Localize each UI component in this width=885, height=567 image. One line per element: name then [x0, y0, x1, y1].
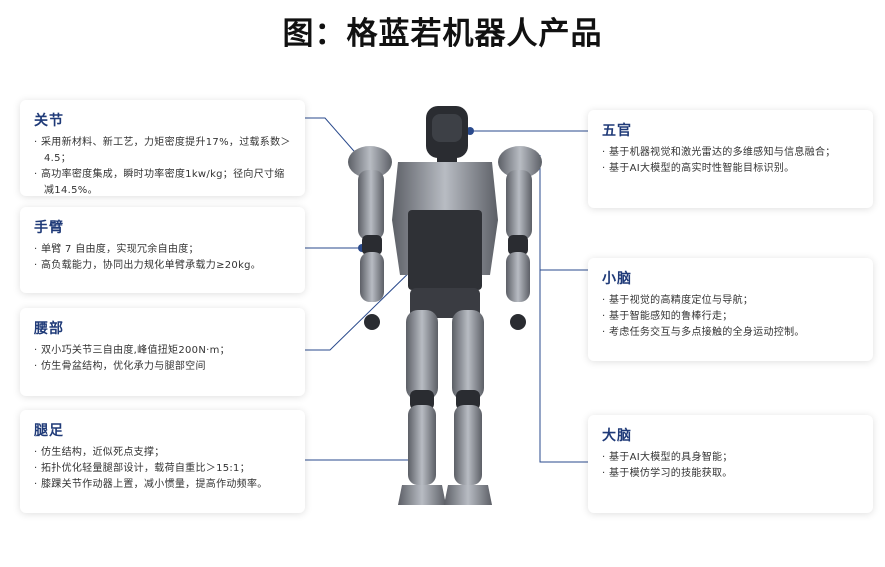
card-senses-item: 基于机器视觉和激光雷达的多维感知与信息融合；: [602, 145, 861, 161]
card-cerebellum-item: 考虑任务交互与多点接触的全身运动控制。: [602, 325, 861, 341]
card-leg-heading: 腿足: [34, 423, 64, 439]
card-arm-item: 单臂 7 自由度，实现冗余自由度；: [34, 242, 293, 258]
card-brain-item: 基于模仿学习的技能获取。: [602, 466, 861, 482]
connector-waist: [305, 261, 421, 351]
card-leg-item: 拓扑优化轻量腿部设计，载荷自重比＞15:1；: [34, 461, 293, 477]
card-cerebellum-item: 基于智能感知的鲁棒行走；: [602, 309, 861, 325]
card-cerebellum-item: 基于视觉的高精度定位与导航；: [602, 293, 861, 309]
card-waist-heading: 腰部: [34, 321, 64, 337]
card-joint-item: 高功率密度集成，瞬时功率密度1kw/kg；径向尺寸缩减14.5%。: [34, 167, 293, 199]
card-joint-heading: 关节: [34, 113, 64, 129]
page-title: 图：格蓝若机器人产品: [282, 16, 603, 52]
connector-brain: [539, 155, 590, 463]
connector-joint: [305, 117, 361, 159]
card-leg: 腿足 仿生结构，近似死点支撑； 拓扑优化轻量腿部设计，载荷自重比＞15:1； 膝…: [20, 410, 305, 513]
card-waist-item: 双小巧关节三自由度,峰值扭矩200N·m；: [34, 343, 293, 359]
card-cerebellum-heading: 小脑: [602, 271, 632, 287]
card-senses: 五官 基于机器视觉和激光雷达的多维感知与信息融合； 基于AI大模型的高实时性智能…: [588, 110, 873, 208]
card-arm-item: 高负载能力，协同出力规化单臂承载力≥20kg。: [34, 258, 293, 274]
card-brain-heading: 大脑: [602, 428, 632, 444]
card-waist-item: 仿生骨盆结构，优化承力与腿部空间: [34, 359, 293, 375]
card-brain-item: 基于AI大模型的具身智能；: [602, 450, 861, 466]
robot-illustration: [348, 106, 542, 505]
card-arm-heading: 手臂: [34, 220, 64, 236]
card-senses-item: 基于AI大模型的高实时性智能目标识别。: [602, 161, 861, 177]
card-arm: 手臂 单臂 7 自由度，实现冗余自由度； 高负载能力，协同出力规化单臂承载力≥2…: [20, 207, 305, 293]
card-leg-item: 仿生结构，近似死点支撑；: [34, 445, 293, 461]
card-senses-heading: 五官: [602, 123, 632, 139]
card-brain: 大脑 基于AI大模型的具身智能； 基于模仿学习的技能获取。: [588, 415, 873, 513]
card-joint: 关节 采用新材料、新工艺，力矩密度提升17%，过载系数＞4.5； 高功率密度集成…: [20, 100, 305, 196]
card-joint-item: 采用新材料、新工艺，力矩密度提升17%，过载系数＞4.5；: [34, 135, 293, 167]
card-waist: 腰部 双小巧关节三自由度,峰值扭矩200N·m； 仿生骨盆结构，优化承力与腿部空…: [20, 308, 305, 396]
card-leg-item: 膝踝关节作动器上置，减小惯量，提高作动频率。: [34, 477, 293, 493]
card-cerebellum: 小脑 基于视觉的高精度定位与导航； 基于智能感知的鲁棒行走； 考虑任务交互与多点…: [588, 258, 873, 361]
